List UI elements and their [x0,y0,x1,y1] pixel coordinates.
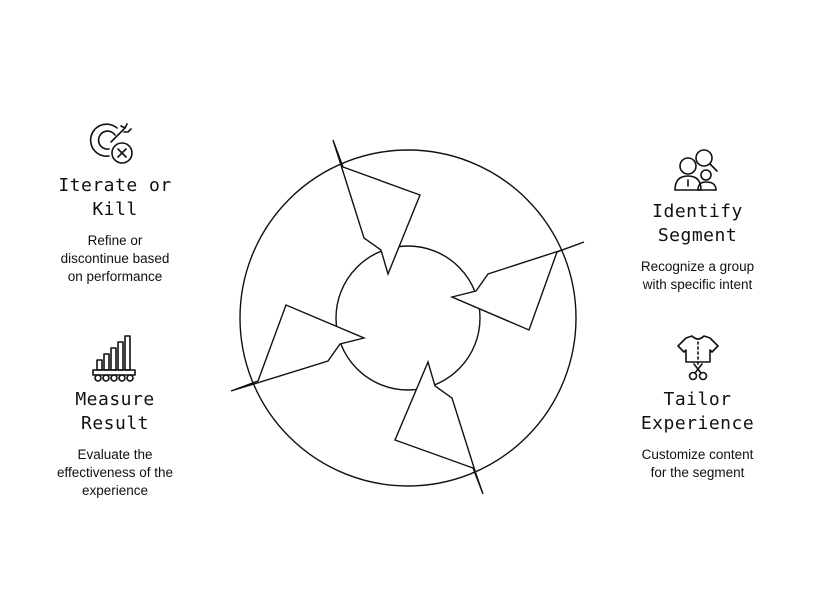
step-title: Tailor Experience [640,389,755,434]
step-description: Customize content for the segment [641,447,754,480]
step-identify-segment: Identify Segment Recognize a group with … [620,146,775,294]
cycle-arrow-right [449,241,585,331]
users-search-icon [673,149,718,191]
step-title: Iterate or Kill [58,175,172,220]
inner-ring [335,245,481,391]
shirt-scissors-icon [676,335,719,381]
step-measure-result: Measure Result Evaluate the effectivenes… [40,334,190,500]
step-title: Measure Result [75,389,155,434]
step-title: Identify Segment [652,201,743,246]
step-tailor-experience: Tailor Experience Customize content for … [620,334,775,482]
cycle-arrow-bottom [394,359,484,495]
step-description: Refine or discontinue based on performan… [60,233,170,284]
step-iterate-or-kill: Iterate or Kill Refine or discontinue ba… [40,120,190,286]
cycle-arrow-top [332,139,421,277]
cycle-arrow-left [230,304,367,392]
step-description: Recognize a group with specific intent [640,259,755,292]
step-description: Evaluate the effectiveness of the experi… [56,447,174,498]
bar-chart-icon [92,335,136,382]
target-x-icon [89,123,133,164]
